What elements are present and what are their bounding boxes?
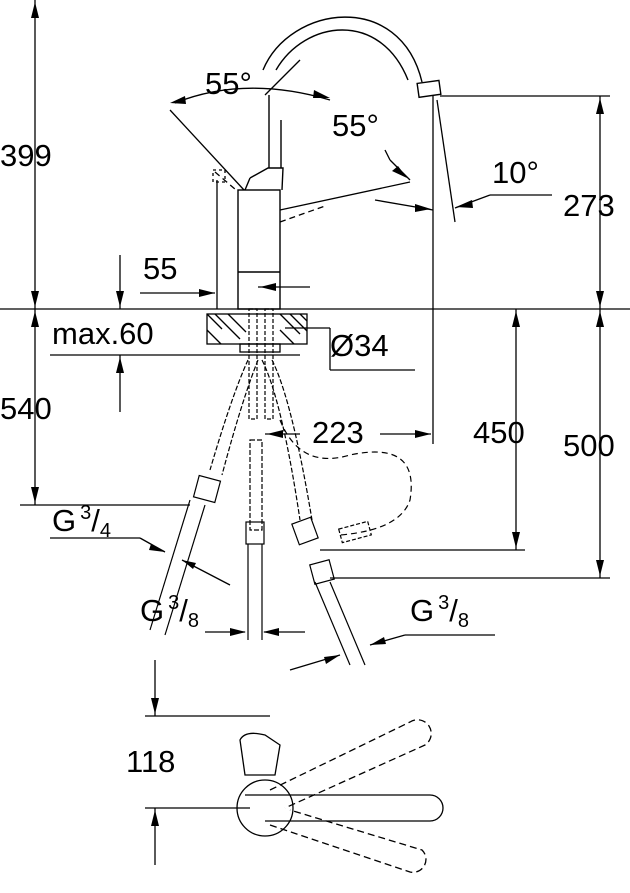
angle-right-label: 55°	[332, 108, 379, 143]
dim-hole-diameter-label: Ø34	[330, 328, 389, 363]
dim-max60-line	[50, 255, 300, 412]
dim-max-thickness-label: max.60	[52, 316, 154, 351]
spout-dims	[374, 95, 610, 444]
angle-lines	[169, 59, 411, 223]
dim-540-line	[20, 309, 190, 506]
faucet-body	[237, 16, 442, 310]
dim-lower	[265, 309, 610, 579]
dim-handle-offset-label: 118	[126, 744, 176, 779]
dim-55-line	[140, 180, 310, 309]
dim-399-line	[31, 0, 39, 309]
dim-spout-reach-label: 223	[312, 415, 364, 450]
dim-spout-height-label: 273	[563, 188, 615, 223]
angle-spout-label: 10°	[492, 155, 539, 190]
thread-leaders	[50, 537, 495, 671]
hoses	[149, 308, 412, 666]
dim-hose-450-label: 450	[473, 415, 525, 450]
dim-hose-500-label: 500	[563, 428, 615, 463]
top-view	[145, 660, 444, 873]
angle-left-label: 55°	[205, 66, 252, 101]
dim-total-height-label: 399	[0, 138, 52, 173]
dim-below-counter-label: 540	[0, 391, 52, 426]
dim-base-width-label: 55	[143, 251, 178, 286]
